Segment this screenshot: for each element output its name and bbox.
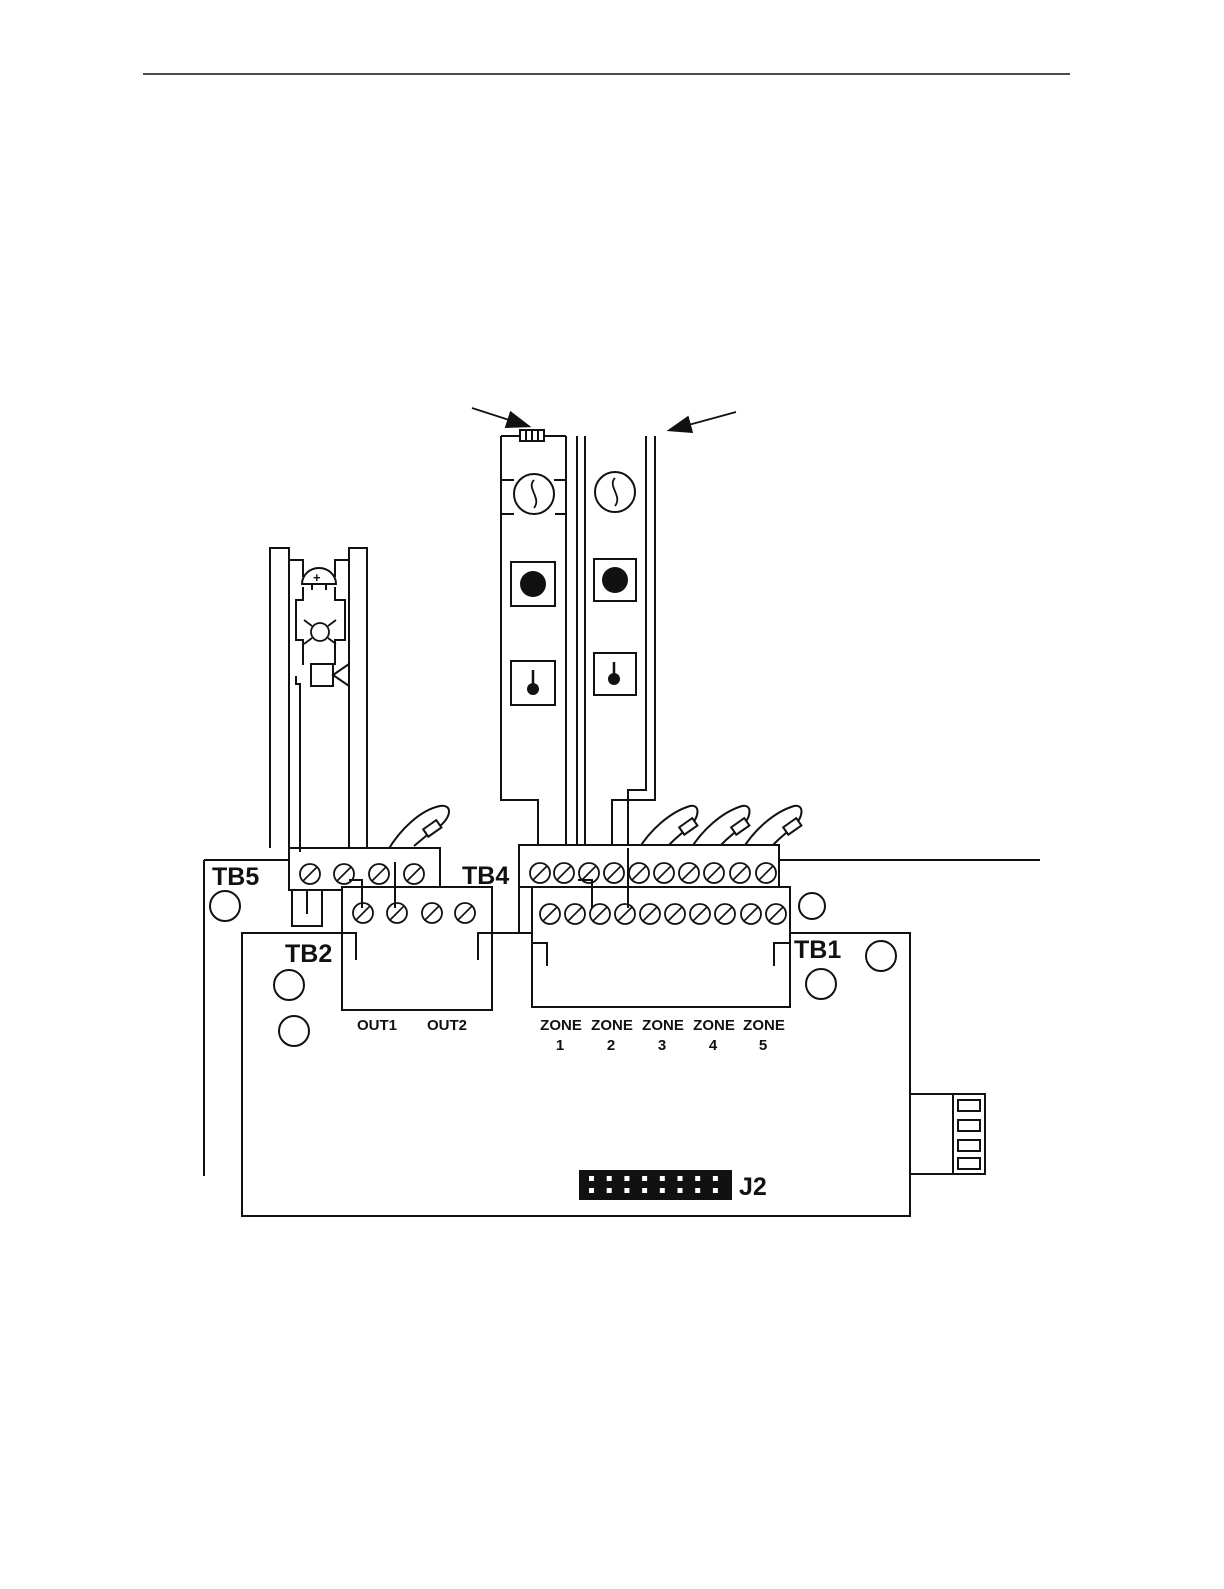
header-pin — [589, 1188, 594, 1193]
tb2-label: TB2 — [285, 940, 332, 968]
header-pin — [713, 1176, 718, 1181]
header-pin — [607, 1188, 612, 1193]
strobe-icon — [304, 620, 336, 644]
terminal-screw-icon — [679, 863, 699, 883]
svg-text:+: + — [313, 570, 321, 585]
header-pin — [695, 1188, 700, 1193]
terminal-screw-icon — [640, 904, 660, 924]
terminal-screw-icon — [756, 863, 776, 883]
terminal-screw-icon — [554, 863, 574, 883]
zone-number-label: 4 — [709, 1037, 718, 1054]
zone-number-label: 3 — [658, 1037, 666, 1054]
tb1-terminal-block — [532, 887, 790, 1007]
header-pin — [660, 1176, 665, 1181]
tb2-terminal-block — [342, 887, 492, 1010]
zone-word-label: ZONE — [591, 1017, 633, 1034]
terminal-screw-icon — [766, 904, 786, 924]
terminal-screw-icon — [690, 904, 710, 924]
terminal-screw-icon — [422, 903, 442, 923]
header-pin — [624, 1176, 629, 1181]
heat-detector-icon — [511, 661, 555, 705]
terminal-screw-icon — [704, 863, 724, 883]
j2-header — [579, 1170, 732, 1200]
pull-station-icon — [594, 559, 636, 601]
header-pin — [660, 1188, 665, 1193]
j2-label: J2 — [739, 1173, 767, 1201]
zone-number-label: 2 — [607, 1037, 615, 1054]
terminal-screw-icon — [654, 863, 674, 883]
horn-icon: + — [302, 568, 336, 590]
header-pin — [678, 1176, 683, 1181]
terminal-screw-icon — [387, 903, 407, 923]
smoke-detector-icon — [514, 474, 554, 514]
terminal-screw-icon — [665, 904, 685, 924]
terminal-screw-icon — [629, 863, 649, 883]
terminal-screw-icon — [540, 904, 560, 924]
terminal-screw-icon — [300, 864, 320, 884]
zone-number-label: 1 — [556, 1037, 564, 1054]
terminal-screw-icon — [741, 904, 761, 924]
heat-detector-icon — [594, 653, 636, 695]
tb1-label: TB1 — [794, 936, 841, 964]
terminal-screw-icon — [615, 904, 635, 924]
mounting-hole — [806, 969, 836, 999]
resistor-icon — [388, 806, 449, 850]
mounting-hole — [279, 1016, 309, 1046]
out2-label: OUT2 — [427, 1017, 467, 1034]
header-pin — [624, 1188, 629, 1193]
arrow-to-resistor — [472, 408, 528, 426]
header-pin — [589, 1176, 594, 1181]
terminal-screw-icon — [565, 904, 585, 924]
terminal-screw-icon — [604, 863, 624, 883]
resistor-icon — [520, 430, 544, 441]
header-pin — [713, 1188, 718, 1193]
header-pin — [607, 1176, 612, 1181]
mounting-hole — [210, 891, 240, 921]
terminal-screw-icon — [530, 863, 550, 883]
zone-word-label: ZONE — [693, 1017, 735, 1034]
zone-word-label: ZONE — [743, 1017, 785, 1034]
terminal-screw-icon — [455, 903, 475, 923]
resistor-icon — [690, 806, 750, 850]
resistor-icon — [742, 806, 802, 850]
header-pin — [678, 1188, 683, 1193]
zone-word-label: ZONE — [540, 1017, 582, 1034]
out1-label: OUT1 — [357, 1017, 397, 1034]
mounting-hole — [274, 970, 304, 1000]
header-pin — [642, 1176, 647, 1181]
mounting-hole — [799, 893, 825, 919]
header-pin — [642, 1188, 647, 1193]
tb5-label: TB5 — [212, 863, 259, 891]
zone-number-label: 5 — [759, 1037, 767, 1054]
terminal-screw-icon — [404, 864, 424, 884]
resistor-icon — [638, 806, 698, 850]
terminal-screw-icon — [369, 864, 389, 884]
mounting-hole — [866, 941, 896, 971]
tb4-label: TB4 — [462, 862, 509, 890]
pull-station-icon — [511, 562, 555, 606]
arrow-to-loop — [670, 412, 736, 430]
smoke-detector-icon — [595, 472, 635, 512]
header-pin — [695, 1176, 700, 1181]
bell-icon — [311, 664, 349, 686]
side-connector — [910, 1094, 985, 1174]
terminal-screw-icon — [730, 863, 750, 883]
zone-word-label: ZONE — [642, 1017, 684, 1034]
terminal-screw-icon — [715, 904, 735, 924]
